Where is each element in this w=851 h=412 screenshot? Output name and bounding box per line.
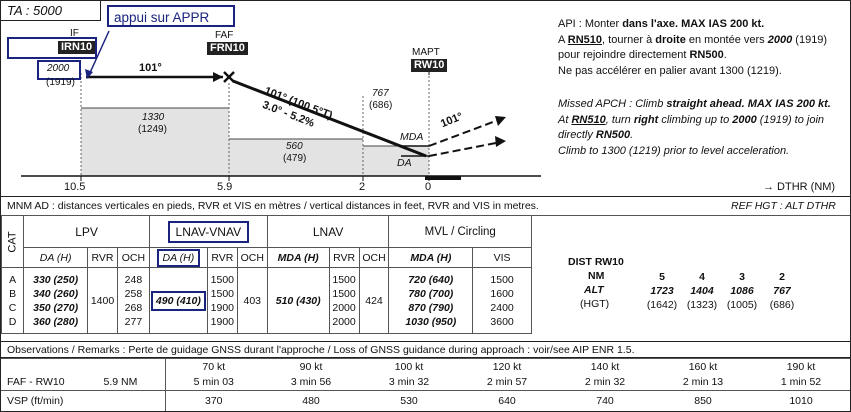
if-highlight-box — [7, 37, 97, 59]
segment-3-area — [363, 146, 429, 176]
callout-arrow — [88, 30, 110, 76]
segment-1-altitude-metric: (1249) — [138, 124, 167, 135]
speed-table: 70 kt 90 kt 100 kt 120 kt 140 kt 160 kt … — [1, 358, 850, 411]
lpv-rvr: 1400 — [87, 267, 118, 334]
missed-approach-fr: API : Monter dans l'axe. MAX IAS 200 kt.… — [558, 18, 828, 77]
if-fix: IRN10 — [58, 41, 96, 54]
profile-drawing — [21, 30, 541, 181]
cat-header: CAT — [6, 230, 19, 253]
segment-2-altitude-metric: (479) — [283, 153, 307, 164]
missed-path-lower — [428, 141, 502, 157]
if-alt-highlight-box — [37, 60, 81, 80]
segment-3-altitude: 767 — [372, 88, 389, 99]
appr-callout: appui sur APPR — [107, 5, 235, 27]
da-label: DA — [397, 157, 412, 169]
faf-rw10-label: FAF - RW10 — [7, 376, 65, 389]
faf-fix: FRN10 — [207, 42, 248, 55]
missed-approach-en: Missed APCH : Climb straight ahead. MAX … — [558, 98, 831, 157]
dist-5-9: 5.9 — [217, 181, 233, 193]
lnav-och: 424 — [358, 267, 390, 334]
dist-10-5: 10.5 — [64, 181, 86, 193]
dist-title: DIST RW10 — [568, 256, 624, 268]
dist-2: 2 — [359, 181, 366, 193]
lnav-vnav-och: 403 — [236, 267, 268, 334]
mda-label: MDA — [400, 131, 424, 143]
intermediate-course: 101° — [139, 62, 162, 74]
vsp-label: VSP (ft/min) — [1, 390, 165, 411]
ref-hgt: REF HGT : ALT DTHR — [731, 200, 836, 212]
observations: Observations / Remarks : Perte de guidag… — [1, 341, 850, 358]
lnav-vnav-header: LNAV-VNAV — [167, 220, 250, 243]
if-altitude: 2000 — [47, 63, 70, 74]
missed-path-upper — [428, 118, 502, 147]
segment-2-altitude: 560 — [286, 141, 303, 152]
segment-3-altitude-metric: (686) — [369, 100, 393, 111]
faf-label: FAF — [215, 30, 234, 41]
minima-header: MNM AD : distances verticales en pieds, … — [1, 196, 850, 216]
lnav-header: LNAV — [266, 215, 390, 248]
segment-2-area — [229, 139, 363, 176]
if-altitude-metric: (1919) — [46, 77, 75, 88]
mvl-header: MVL / Circling — [388, 215, 532, 248]
lpv-header: LPV — [23, 215, 150, 248]
lnav-mda: 510 (430) — [266, 267, 330, 334]
dthr-label: → DTHR (NM) — [763, 181, 836, 193]
mvl-mda-values: 720 (640)780 (700)870 (790)1030 (950) — [388, 267, 474, 334]
faf-distance: 5.9 NM — [103, 376, 138, 389]
mapt-label: MAPT — [412, 47, 440, 58]
transition-altitude: TA : 5000 — [1, 1, 101, 21]
final-path — [232, 79, 427, 158]
segment-1-altitude: 1330 — [142, 112, 165, 123]
dist-0: 0 — [425, 181, 432, 193]
if-label: IF — [70, 28, 79, 39]
mapt-fix: RW10 — [411, 59, 448, 72]
minima-table: CAT LPV LNAV-VNAV LNAV MVL / Circling DA… — [0, 215, 532, 334]
segment-1-area — [81, 108, 229, 176]
lpv-da-values: 330 (250)340 (260)350 (270)360 (280) — [23, 267, 89, 334]
threshold-bar — [425, 176, 461, 180]
lnav-vnav-da: 490 (410) — [150, 290, 206, 311]
lnav-vnav-da-header: DA (H) — [156, 248, 201, 267]
